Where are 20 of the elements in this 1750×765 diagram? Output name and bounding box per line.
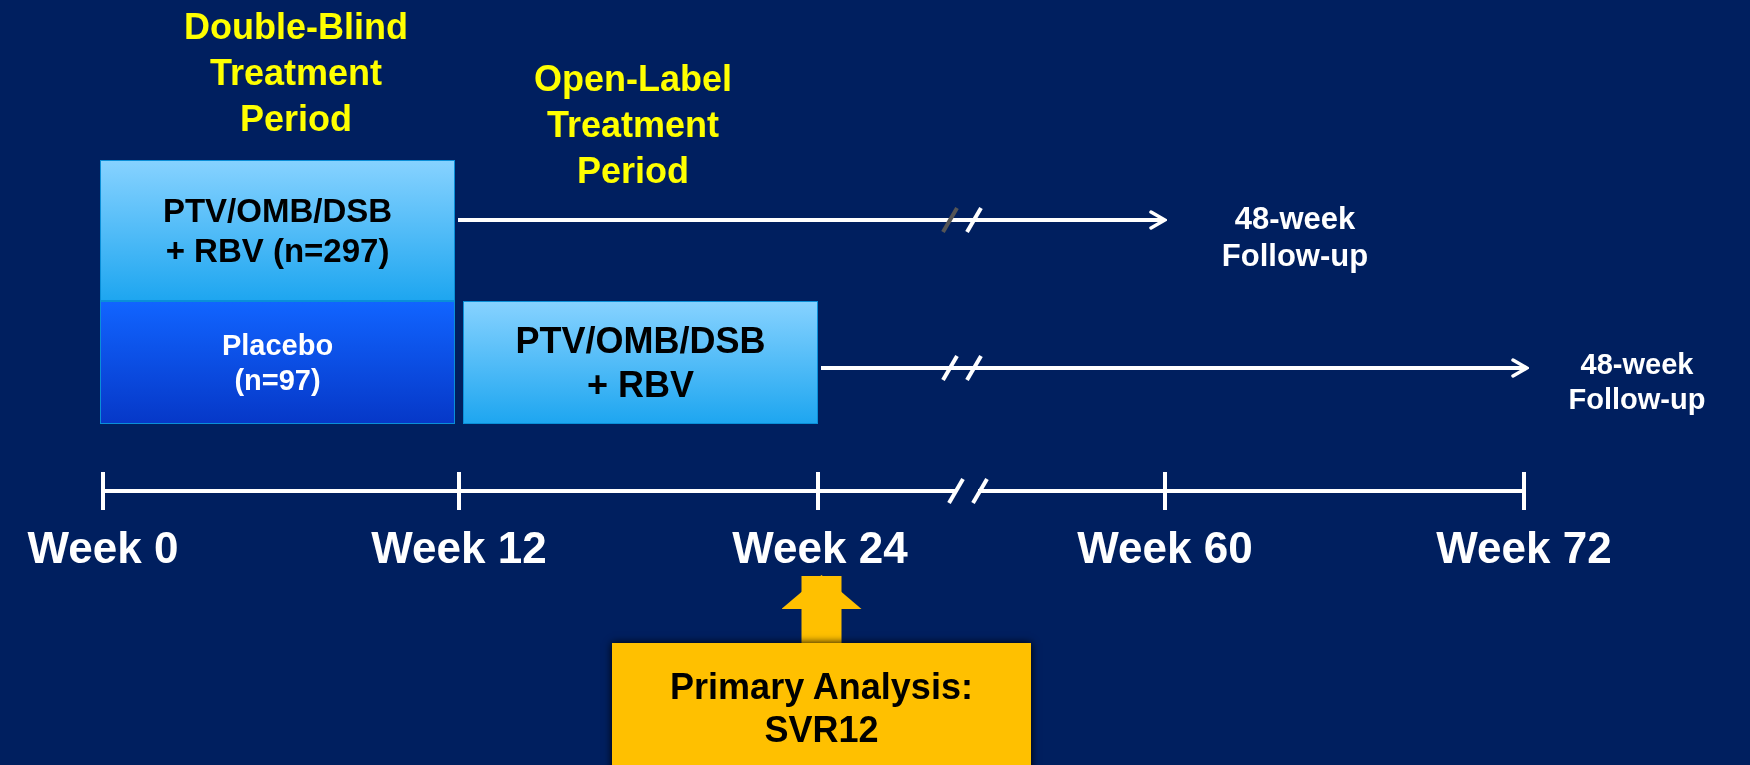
follow-up-label: 48-week Follow-up [1220,199,1370,275]
block-arrow [781,575,862,643]
timeline-label: Week 24 [732,521,908,574]
treatment-arm-box [100,301,455,424]
timeline-label: Week 72 [1435,522,1613,574]
follow-up-label: 48-week Follow-up [1567,347,1707,417]
box-text: Placebo (n=97) [220,327,335,398]
box-text: PTV/OMB/DSB + RBV (n=297) [161,190,394,271]
period-heading: Double-Blind Treatment Period [183,5,409,142]
arrow [458,210,1167,230]
primary-analysis-box [612,643,1031,765]
timeline-label: Week 12 [370,522,548,574]
timeline-label: Week 60 [1076,522,1254,574]
treatment-arm-box [100,160,455,301]
period-heading: Open-Label Treatment Period [533,57,733,194]
treatment-arm-box [463,301,818,424]
arrow [821,358,1529,378]
box-text: Primary Analysis: SVR12 [669,664,974,752]
timeline-label: Week 0 [26,522,180,574]
box-text: PTV/OMB/DSB + RBV [514,319,767,406]
